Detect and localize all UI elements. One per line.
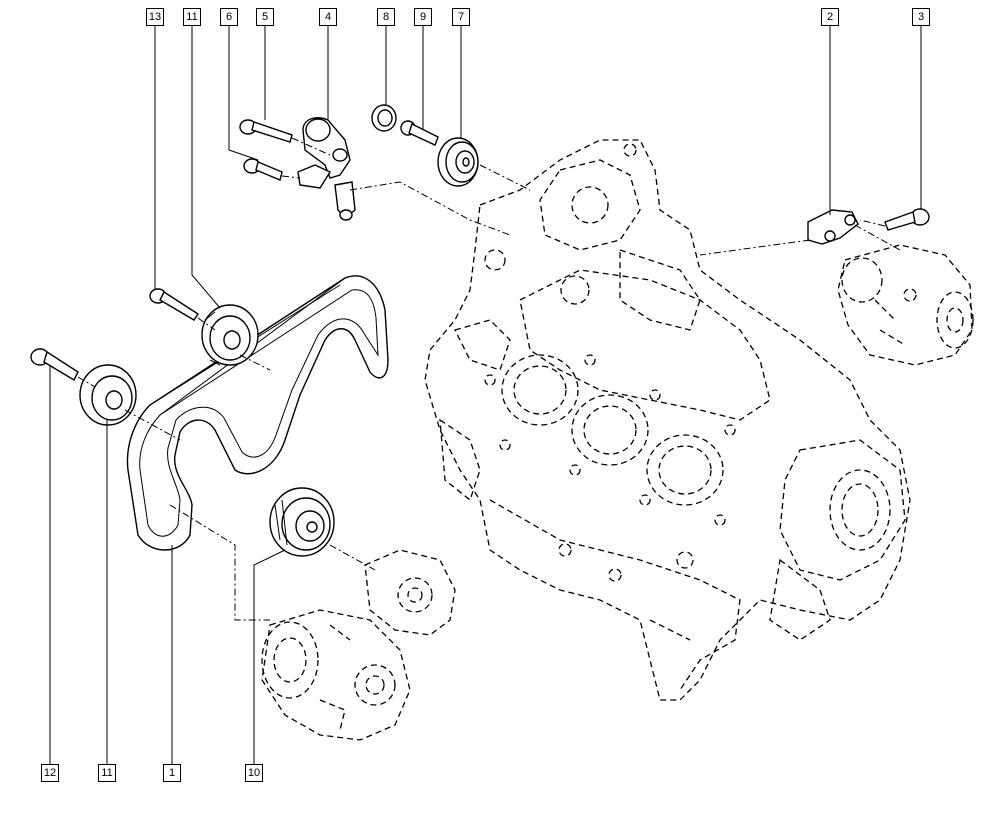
bolt-13 xyxy=(149,288,199,321)
pulley-10 xyxy=(269,487,335,557)
poly-v-belt xyxy=(126,275,389,551)
bolt-6 xyxy=(243,158,283,181)
bracket-2 xyxy=(807,209,859,245)
bolt-12 xyxy=(30,348,79,381)
callout-5: 5 xyxy=(256,8,274,26)
callout-7: 7 xyxy=(452,8,470,26)
alternator xyxy=(837,244,974,366)
idler-pulley-upper xyxy=(201,304,259,366)
bolt-3 xyxy=(884,208,930,231)
callout-11-bottom: 11 xyxy=(98,764,116,782)
callout-3: 3 xyxy=(912,8,930,26)
tensioner-4 xyxy=(297,117,356,221)
water-pump xyxy=(364,549,456,636)
callout-12: 12 xyxy=(41,764,59,782)
idler-pulley-lower xyxy=(79,364,137,426)
leader-lines xyxy=(49,26,922,764)
callout-2: 2 xyxy=(821,8,839,26)
callout-4: 4 xyxy=(319,8,337,26)
callout-11-top: 11 xyxy=(183,8,201,26)
callout-8: 8 xyxy=(377,8,395,26)
callout-10: 10 xyxy=(245,764,263,782)
callout-13: 13 xyxy=(146,8,164,26)
bolt-5 xyxy=(239,119,293,143)
callout-9: 9 xyxy=(414,8,432,26)
callout-6: 6 xyxy=(220,8,238,26)
callout-1: 1 xyxy=(163,764,181,782)
pulley-7 xyxy=(437,137,479,187)
seal-ring-8 xyxy=(371,104,397,132)
bolt-9 xyxy=(400,120,439,146)
engine-block xyxy=(424,139,911,701)
ac-compressor xyxy=(261,609,411,741)
